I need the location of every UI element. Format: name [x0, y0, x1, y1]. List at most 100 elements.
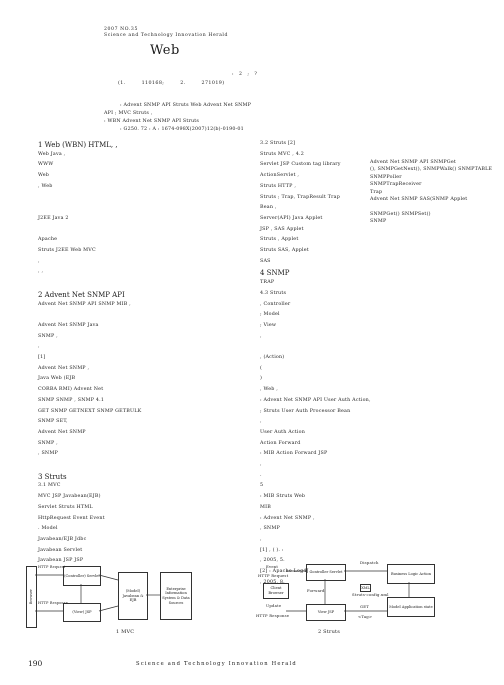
body-line: SNMP , [38, 440, 58, 446]
fig1-browser: Browser [26, 566, 37, 628]
fig1-caption: 1 MVC [116, 629, 135, 635]
body-line: Javabean JSP JSP [38, 558, 84, 564]
body-line: 3.1 MVC [38, 483, 61, 489]
fig1-view: (View) JSP [63, 603, 101, 622]
body-line: Advent Net SNMP SAS(SNMP Applet [370, 197, 468, 202]
body-line: Bean , [260, 205, 277, 211]
body-line: User Auth Action [260, 429, 306, 435]
body-line: , Web [38, 183, 53, 189]
body-line: 5 [260, 483, 264, 489]
body-line: Web Java , [38, 151, 66, 157]
body-line: ( [260, 365, 263, 371]
fig2-caption: 2 Struts [318, 629, 340, 635]
body-line: TRAP [260, 280, 275, 286]
journal-header: 2007 NO.35 Science and Technology Innova… [104, 27, 228, 39]
fig2-update: Update [266, 603, 282, 608]
body-line: Servlet Struts HTML [38, 504, 93, 510]
body-line: Servlet JSP Custom tag library [260, 162, 341, 168]
body-line: , Controller [260, 301, 291, 307]
body-line: SNMP SNMP , SNMP 4.1 [38, 397, 105, 403]
body-line: Struts J2EE Web MVC [38, 248, 96, 253]
body-line: GET SNMP GETNEXT SNMP GETBULK [38, 408, 142, 414]
body-line: 3.2 Struts [2] [260, 141, 296, 146]
body-line: Struts , Applet [260, 237, 299, 243]
body-line: , [260, 333, 262, 339]
fig1-controller: (Controller) Servlet [63, 566, 101, 586]
section-heading: 3 Struts [38, 472, 67, 481]
section-heading: 4 SNMP [260, 269, 290, 278]
body-line: [1] , ( ). : [260, 547, 284, 553]
body-line: Struts ; Trap, TrapResult Trap [260, 194, 340, 200]
body-line: [1] [38, 355, 46, 360]
page-number: 190 [28, 659, 43, 668]
body-line: HttpRequest Event Event [38, 515, 105, 521]
body-line: ; Model [260, 312, 280, 318]
fig2-http-request: HTTP Request [258, 573, 289, 578]
body-line: , [38, 344, 40, 350]
body-line: , [260, 536, 262, 542]
body-line: ActionServlet , [260, 173, 300, 179]
body-line: , 2005, 8. [260, 579, 285, 585]
body-line: Web [38, 173, 50, 179]
abstract-line: : WBN Advent Net SNMP API Struts [104, 119, 200, 124]
body-line: (), SNMPGetNext(), SNMPWalk() SNMPTABLE [370, 167, 493, 173]
body-line: Advent Net SNMP API SNMP MIB , [38, 301, 131, 307]
body-line: . Model [38, 526, 58, 532]
body-line: : MIB Action Forward JSP [260, 451, 328, 457]
fig2-controller-servlet: Controller Servlet [306, 564, 346, 581]
body-line: Struts HTTP , [260, 183, 297, 189]
fig2-tag: <Tag> [358, 614, 373, 619]
body-line: ; Struts User Auth Processor Bean [260, 408, 351, 414]
body-line: SNMPPoller [370, 174, 402, 180]
body-line: SNMPGet() SNMPSet() [370, 211, 431, 217]
body-line: SNMP , [38, 333, 58, 339]
journal-name: Science and Technology Innovation Herald [104, 33, 229, 38]
body-line: , (Action) [260, 355, 285, 360]
body-line: [2] : Apache Log4J , [260, 569, 313, 574]
body-line: Advent Net SNMP [38, 429, 86, 435]
body-line: Apache [38, 237, 58, 243]
body-line: Struts MVC , 4.2 [260, 151, 304, 157]
fig2-struts-config: Struts-config.xml [352, 592, 389, 597]
body-line: SNMPTrapReceiver [370, 182, 422, 188]
body-line: Action Forward [260, 440, 301, 446]
body-line: WWW [38, 162, 54, 168]
abstract-line: : G250. 72 : A : 1674-098X(2007)12(b)-01… [120, 127, 244, 132]
body-line: 4.3 Struts [260, 290, 287, 296]
body-line: , , [38, 269, 44, 275]
fig2-event: Event [266, 564, 279, 569]
body-line: , 2005, 5. [260, 558, 285, 564]
body-line: Server(API) Java Applet [260, 215, 323, 221]
body-line: , [260, 419, 262, 425]
body-line: Advent Net SNMP Java [38, 322, 99, 328]
body-line: ; View [260, 322, 277, 328]
body-line: Trap [370, 189, 383, 195]
fig1-model: (Model) Javabean & EJB [118, 572, 148, 620]
author-line: : 2 ; ? [232, 72, 259, 77]
fig2-model: Model Application state [387, 597, 435, 617]
body-line: ) [260, 376, 263, 382]
body-line: . [260, 472, 262, 478]
body-line: MIB [260, 504, 271, 510]
abstract-line: API ; MVC Struts , [104, 111, 153, 116]
body-line: Javabean/EJB Jdbc [38, 536, 87, 542]
body-line: Java Web (EJB [38, 376, 76, 382]
issue-number: 2007 NO.35 [104, 27, 138, 32]
fig2-forward: Forward [307, 588, 325, 593]
body-line: Javabean Servlet [38, 547, 83, 553]
body-line: Advent Net SNMP , [38, 365, 90, 371]
body-line: JSP , SAS Applet [260, 226, 304, 232]
body-line: SNMP [370, 219, 387, 225]
body-line: J2EE Java 2 [38, 215, 69, 221]
fig2-view-jsp: View JSP [306, 604, 346, 621]
section-heading: 2 Advent Net SNMP API [38, 290, 125, 299]
fig2-xml: XML [360, 584, 371, 592]
paper-title: Web [150, 43, 180, 58]
body-line: , SNMP [38, 451, 58, 457]
fig1-http-request: HTTP Request [38, 565, 66, 569]
fig2-get: GET [360, 604, 369, 609]
body-line: MVC JSP Javabean(EJB) [38, 494, 101, 500]
body-line: , [260, 462, 262, 467]
